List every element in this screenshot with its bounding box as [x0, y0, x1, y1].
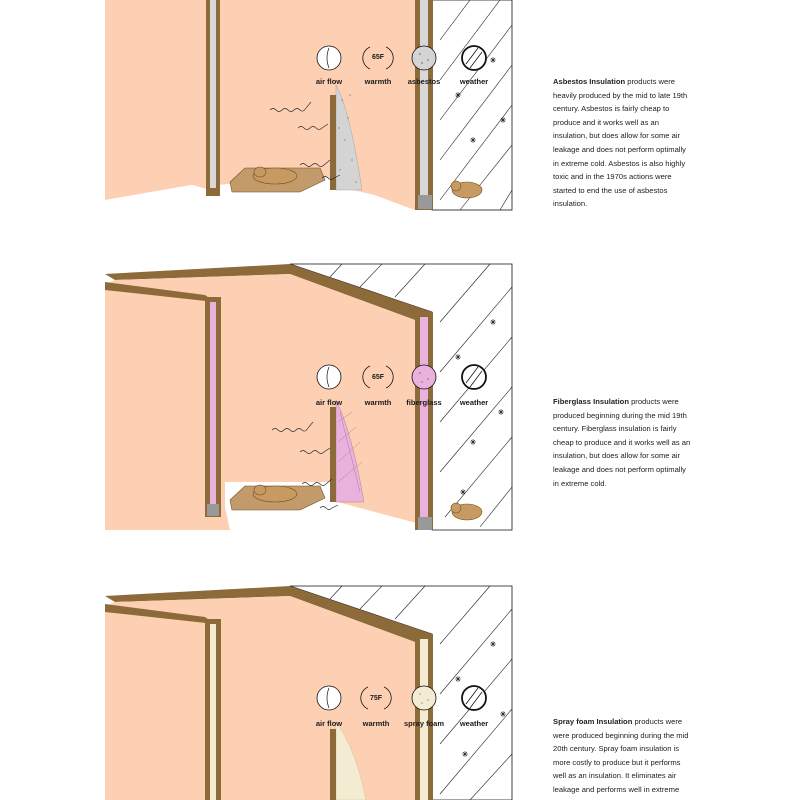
material-label: asbestos	[407, 77, 441, 86]
spray-foam-wall-diagram	[105, 585, 513, 800]
snowflakes	[455, 57, 506, 143]
ceiling-frame	[105, 586, 432, 642]
air-flow-lines	[271, 421, 339, 510]
asbestos-title: Asbestos Insulation	[553, 77, 626, 86]
warmth-label: warmth	[362, 719, 390, 728]
warmth-icon	[360, 686, 392, 710]
asbestos-material-icon	[411, 45, 437, 71]
air-flow-label: air flow	[315, 719, 343, 728]
air-flow-label: air flow	[315, 77, 343, 86]
weather-label: weather	[459, 719, 489, 728]
warmth-temperature: 65F	[371, 374, 385, 381]
snowflakes	[455, 641, 506, 757]
fiberglass-title: Fiberglass Insulation	[553, 397, 629, 406]
front-wall-left	[105, 284, 210, 502]
insulation-texture	[337, 411, 363, 493]
asbestos-text: products were heavily produced by the mi…	[553, 77, 688, 209]
exterior-weather-zone	[431, 0, 513, 211]
snowflakes	[455, 319, 504, 495]
weather-icon	[461, 45, 487, 71]
fiberglass-material-icon	[411, 364, 437, 390]
spray-foam-description: Spray foam Insulation products were were…	[553, 715, 691, 797]
asbestos-description: Asbestos Insulation products were heavil…	[553, 75, 691, 211]
asbestos-panel: air flow 65F warmth asbestos weather Asb…	[0, 0, 800, 220]
ceiling-frame	[105, 264, 432, 320]
warmth-label: warmth	[364, 77, 392, 86]
fiberglass-text: products were produced beginning during …	[553, 397, 691, 488]
spray-foam-title: Spray foam Insulation	[553, 717, 633, 726]
air-flow-icon	[316, 685, 342, 711]
air-flow-lines	[269, 101, 341, 180]
exterior-weather-zone	[289, 585, 513, 800]
warmth-temperature: 75F	[369, 695, 383, 702]
weather-label: weather	[459, 398, 489, 407]
weather-icon	[461, 364, 487, 390]
spray-foam-panel: air flow 75F warmth spray foam weather S…	[0, 584, 800, 800]
weather-label: weather	[459, 77, 489, 86]
front-wall-left	[105, 606, 210, 800]
fiberglass-panel: air flow 65F warmth fiberglass weather F…	[0, 262, 800, 534]
front-wall-right	[218, 0, 415, 210]
insulation-fill	[335, 84, 363, 191]
material-label: spray foam	[403, 719, 445, 728]
air-flow-icon	[316, 45, 342, 71]
warmth-icon	[362, 46, 394, 70]
air-flow-icon	[316, 364, 342, 390]
rain-lines	[439, 0, 513, 211]
exterior-weather-zone	[289, 263, 513, 531]
insulation-speckle	[338, 94, 357, 183]
spray-foam-text: products were were produced beginning du…	[553, 717, 689, 794]
fiberglass-description: Fiberglass Insulation products were prod…	[553, 395, 691, 490]
material-label: fiberglass	[406, 398, 442, 407]
front-wall-left	[105, 0, 210, 190]
fiberglass-wall-diagram	[105, 263, 513, 531]
warmth-label: warmth	[364, 398, 392, 407]
spray-foam-material-icon	[411, 685, 437, 711]
warmth-icon	[362, 365, 394, 389]
asbestos-wall-diagram	[105, 0, 513, 211]
air-flow-label: air flow	[315, 398, 343, 407]
weather-icon	[461, 685, 487, 711]
warmth-temperature: 65F	[371, 54, 385, 61]
